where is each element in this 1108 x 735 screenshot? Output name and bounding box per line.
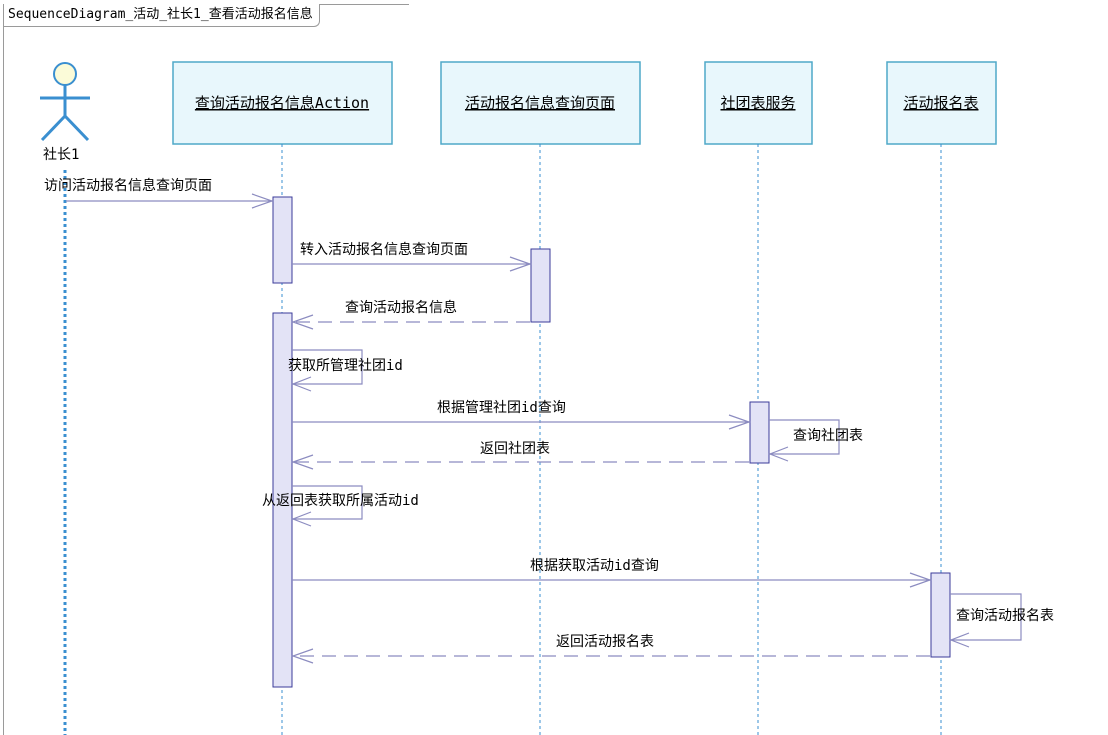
actor-leg-right (63, 114, 90, 142)
message-label-m5: 根据管理社团id查询 (437, 400, 566, 416)
message-m7[interactable] (291, 454, 749, 470)
activation-table[interactable] (930, 572, 951, 658)
message-label-m8: 从返回表获取所属活动id (262, 493, 419, 509)
message-label-m2: 转入活动报名信息查询页面 (300, 241, 468, 258)
message-label-m6: 查询社团表 (793, 428, 863, 444)
actor-head (53, 62, 77, 86)
lifeline-box-service (704, 61, 813, 145)
message-label-m9: 根据获取活动id查询 (530, 558, 659, 574)
message-m5[interactable] (292, 414, 751, 430)
message-m3[interactable] (291, 314, 530, 330)
arrowhead-icon (291, 314, 314, 330)
lifeline-box-action (172, 61, 393, 145)
arrowhead-icon (509, 256, 532, 272)
actor-figure[interactable] (40, 62, 90, 142)
message-m2[interactable] (292, 256, 532, 272)
activation-service[interactable] (749, 401, 770, 464)
message-label-m7: 返回社团表 (480, 441, 550, 457)
frame-title: SequenceDiagram_活动_社长1_查看活动报名信息 (4, 4, 320, 27)
lifeline-box-page (440, 61, 641, 145)
message-m9[interactable] (292, 572, 932, 588)
frame-border-left (3, 4, 4, 735)
lifeline-service[interactable]: 社团表服务 (704, 61, 813, 145)
message-m10[interactable] (949, 593, 1022, 648)
arrowhead-icon (291, 376, 312, 392)
arrowhead-icon (909, 572, 932, 588)
self-message-line (950, 593, 1022, 641)
actor-name: 社长1 (43, 147, 79, 163)
message-m4[interactable] (291, 349, 363, 392)
arrowhead-icon (291, 648, 314, 664)
lifeline-label-table: 活动报名表 (903, 94, 978, 112)
message-label-m3: 查询活动报名信息 (345, 299, 457, 316)
arrowhead-icon (728, 414, 751, 430)
arrowhead-icon (251, 193, 274, 209)
activation-action-2[interactable] (272, 312, 293, 688)
lifeline-box-table (886, 61, 997, 145)
message-label-m1: 访问活动报名信息查询页面 (44, 177, 212, 194)
arrowhead-icon (291, 454, 314, 470)
lifeline-label-service: 社团表服务 (720, 94, 795, 112)
lifeline-action[interactable]: 查询活动报名信息Action (172, 61, 393, 145)
message-label-m11: 返回活动报名表 (556, 634, 654, 650)
self-message-line (292, 349, 363, 385)
activation-action-1[interactable] (272, 196, 293, 284)
actor-leg-left (40, 114, 67, 142)
lifeline-table[interactable]: 活动报名表 (886, 61, 997, 145)
arrowhead-icon (768, 446, 789, 462)
message-label-m10: 查询活动报名表 (956, 608, 1054, 624)
activation-page[interactable] (530, 248, 551, 323)
self-message-line (769, 419, 840, 455)
arrowhead-icon (291, 511, 312, 527)
lifeline-label-page: 活动报名信息查询页面 (465, 94, 615, 112)
lifeline-page[interactable]: 活动报名信息查询页面 (440, 61, 641, 145)
self-message-line (292, 485, 363, 520)
message-m11[interactable] (291, 648, 930, 664)
message-m8[interactable] (291, 485, 363, 527)
message-m1[interactable] (66, 193, 274, 209)
message-label-m4: 获取所管理社团id (288, 358, 403, 374)
lifeline-label-action: 查询活动报名信息Action (195, 94, 369, 112)
arrowhead-icon (949, 632, 970, 648)
message-m6[interactable] (768, 419, 840, 462)
